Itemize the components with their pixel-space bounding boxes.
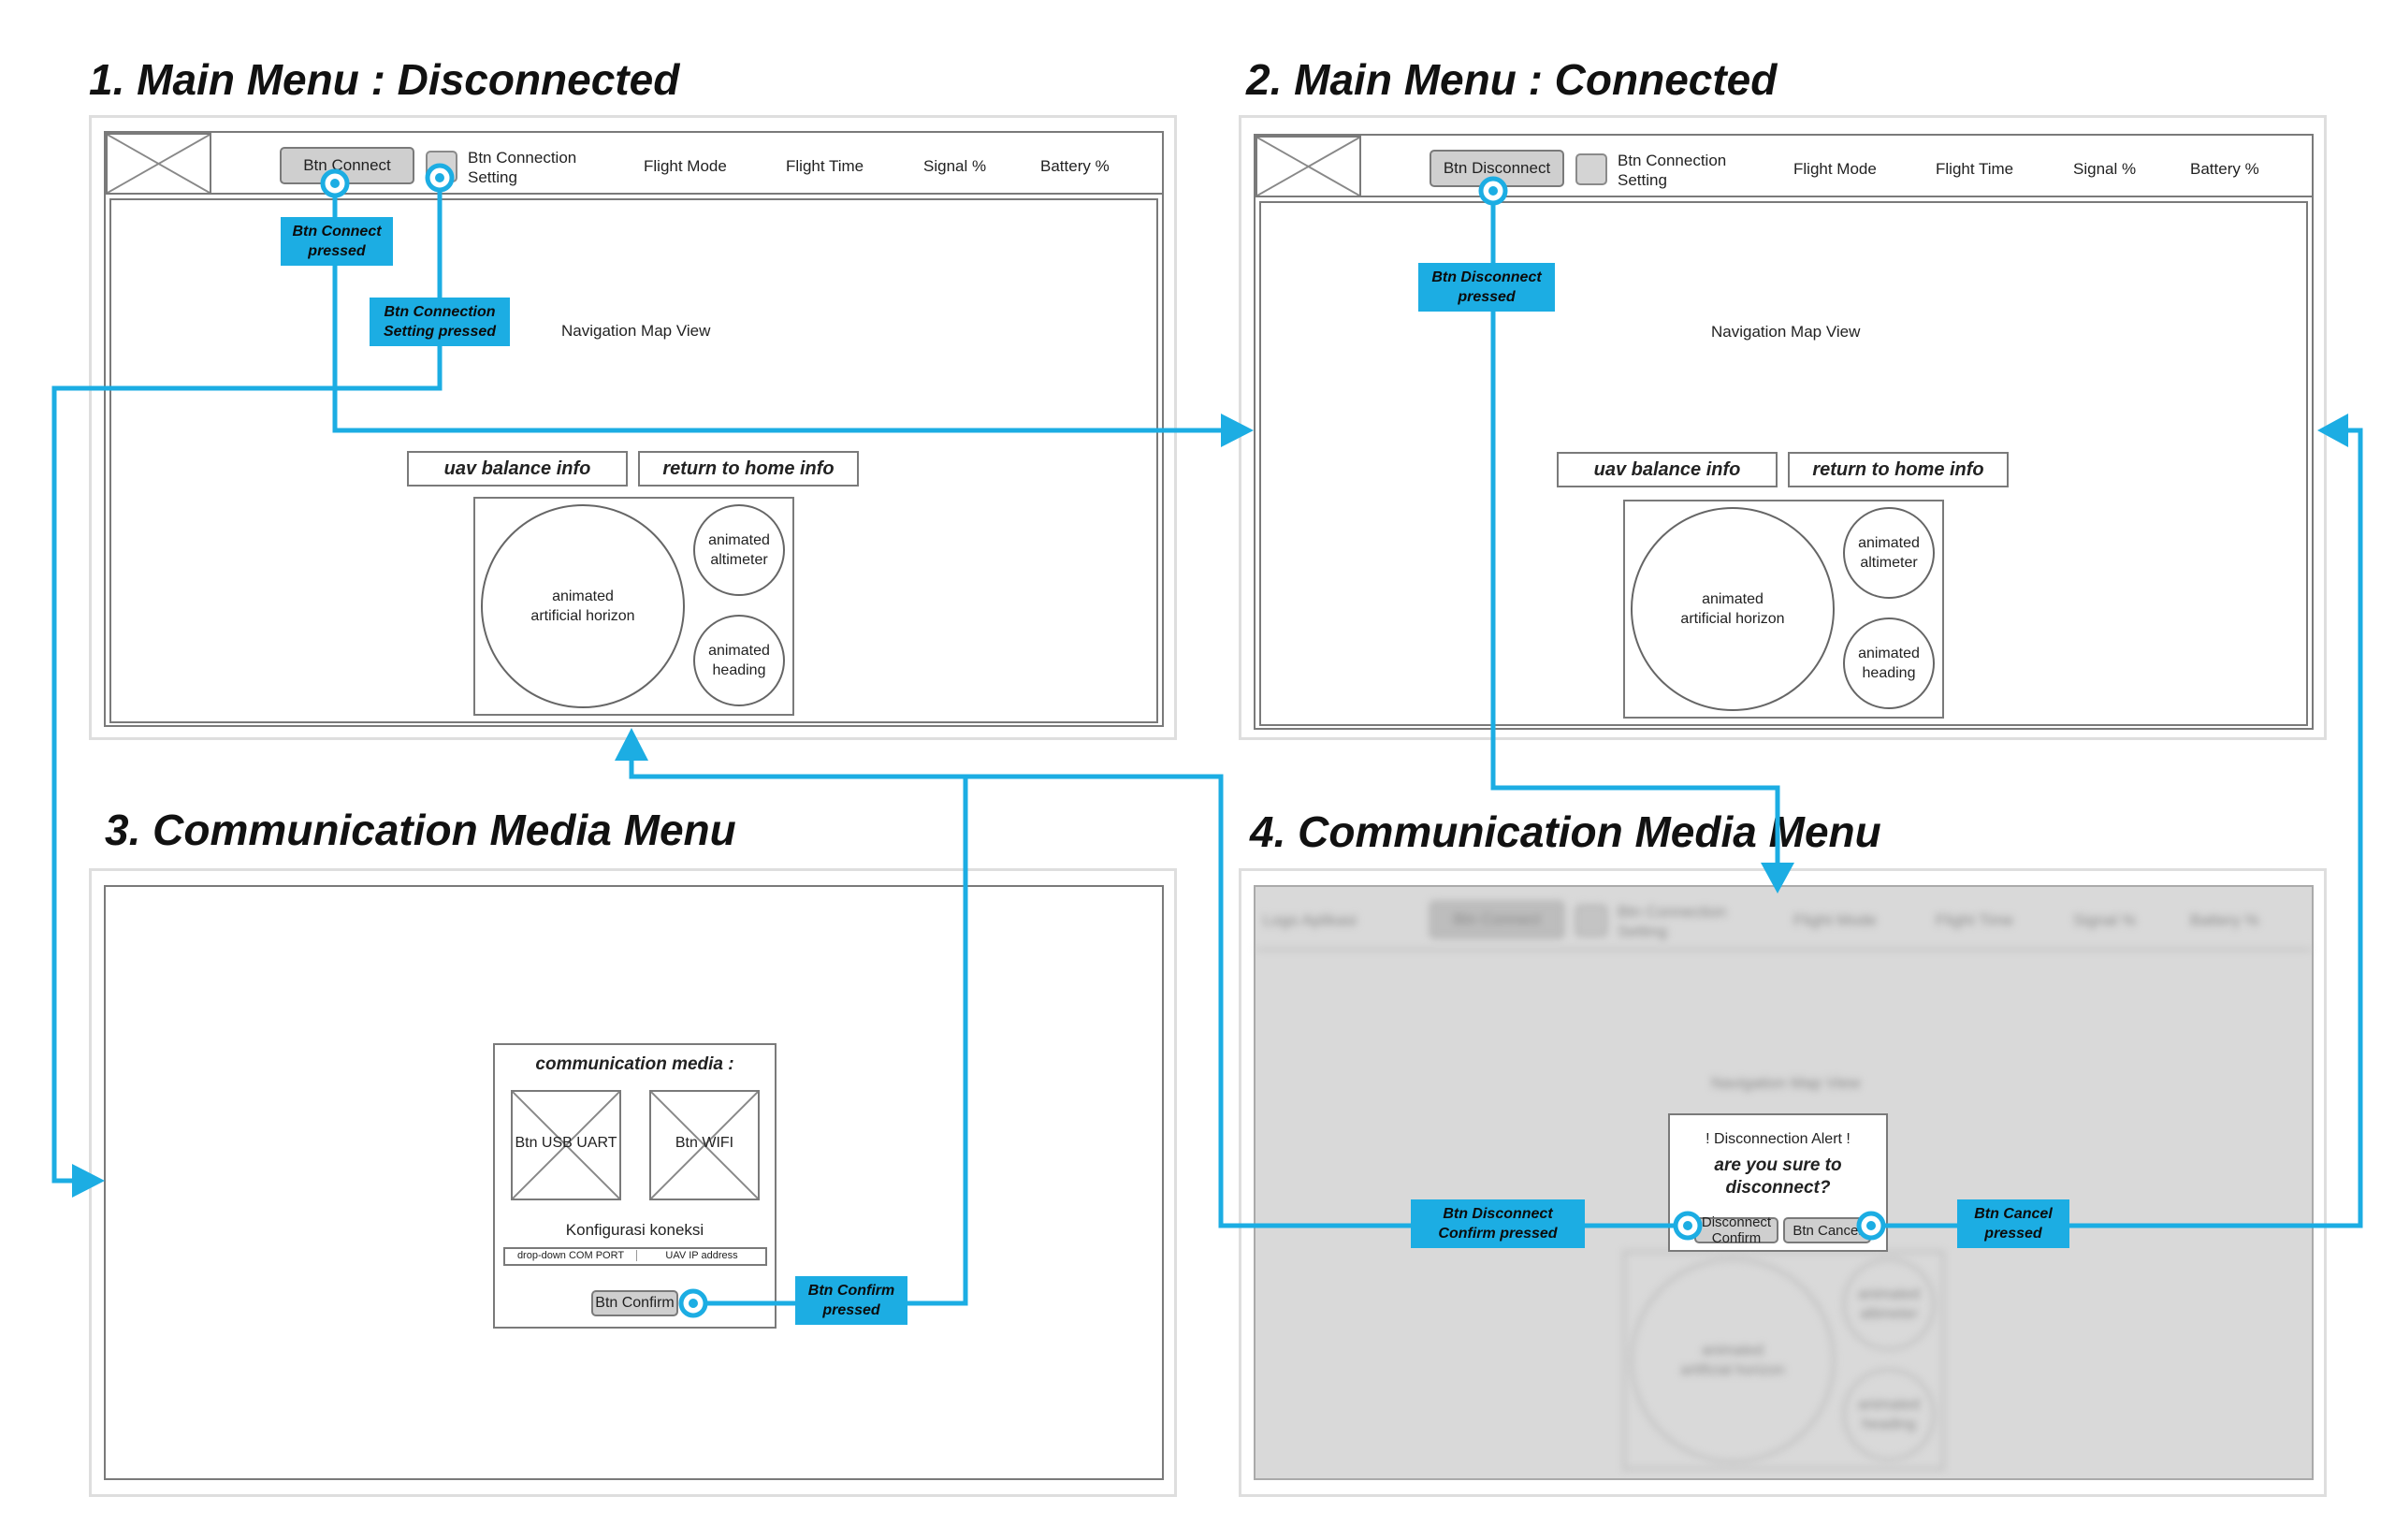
connect-button[interactable]: Btn Connect [280,147,414,184]
connection-setting-button[interactable] [426,151,457,182]
uav-balance-info: uav balance info [1557,452,1778,487]
cancel-button[interactable]: Btn Cancel [1783,1217,1871,1243]
comm-media-dialog: communication media : Btn USB UART Btn W… [493,1043,777,1329]
usb-uart-placeholder [511,1090,621,1200]
top-bar [1256,136,2312,197]
signal-label: Signal % [2073,160,2137,178]
title-comm-media-menu-3: 3. Communication Media Menu [105,806,736,854]
usb-uart-label: Btn USB UART [515,1135,617,1151]
usb-uart-button[interactable]: Btn USB UART [511,1090,621,1200]
logo-label: Logo Aplikasi [1263,911,1357,929]
connection-config-row: drop-down COM PORT UAV IP address [503,1247,767,1266]
navigation-map-view-label: Navigation Map View [1711,323,1861,341]
title-main-menu-disconnected: 1. Main Menu : Disconnected [89,55,680,104]
battery-label: Battery % [2190,911,2259,929]
return-home-info: return to home info [1788,452,2009,487]
wifi-label: Btn WIFI [675,1135,734,1151]
title-main-menu-connected: 2. Main Menu : Connected [1246,55,1778,104]
logo-placeholder [106,133,211,195]
alert-title: ! Disconnection Alert ! [1706,1131,1851,1147]
instrument-box [473,497,794,716]
navigation-map-view-label: Navigation Map View [561,322,711,340]
instrument-box [1623,1251,1944,1470]
uav-balance-info: uav balance info [407,451,628,487]
top-bar [106,133,1162,195]
confirm-button[interactable]: Btn Confirm [591,1290,678,1316]
connection-setting-button[interactable] [1575,153,1607,185]
navigation-map-view-label: Navigation Map View [1711,1074,1861,1092]
flight-time-label: Flight Time [1936,160,2014,178]
flight-mode-label: Flight Mode [1793,911,1877,929]
flight-mode-label: Flight Mode [644,157,727,175]
uav-ip-field[interactable]: UAV IP address [665,1250,738,1261]
flight-mode-label: Flight Mode [1793,160,1877,178]
panel-disconnect-alert: Logo Aplikasi Btn Connect Btn Connection… [1239,868,2327,1497]
flight-time-label: Flight Time [786,157,864,175]
signal-label: Signal % [2073,911,2137,929]
logo-placeholder [1256,136,1361,197]
comm-media-heading: communication media : [535,1054,734,1074]
panel-comm-media-menu: communication media : Btn USB UART Btn W… [89,868,1177,1497]
wifi-button[interactable]: Btn WIFI [649,1090,760,1200]
com-port-dropdown[interactable]: drop-down COM PORT [505,1250,637,1261]
connect-button: Btn Connect [1430,901,1564,938]
return-home-info: return to home info [638,451,859,487]
disconnect-button[interactable]: Btn Disconnect [1430,150,1564,187]
battery-label: Battery % [2190,160,2259,178]
title-comm-media-menu-4: 4. Communication Media Menu [1250,807,1881,856]
flight-time-label: Flight Time [1936,911,2014,929]
signal-label: Signal % [923,157,987,175]
konfigurasi-koneksi-label: Konfigurasi koneksi [565,1221,704,1239]
battery-label: Battery % [1040,157,1110,175]
connection-setting-button [1575,905,1607,937]
